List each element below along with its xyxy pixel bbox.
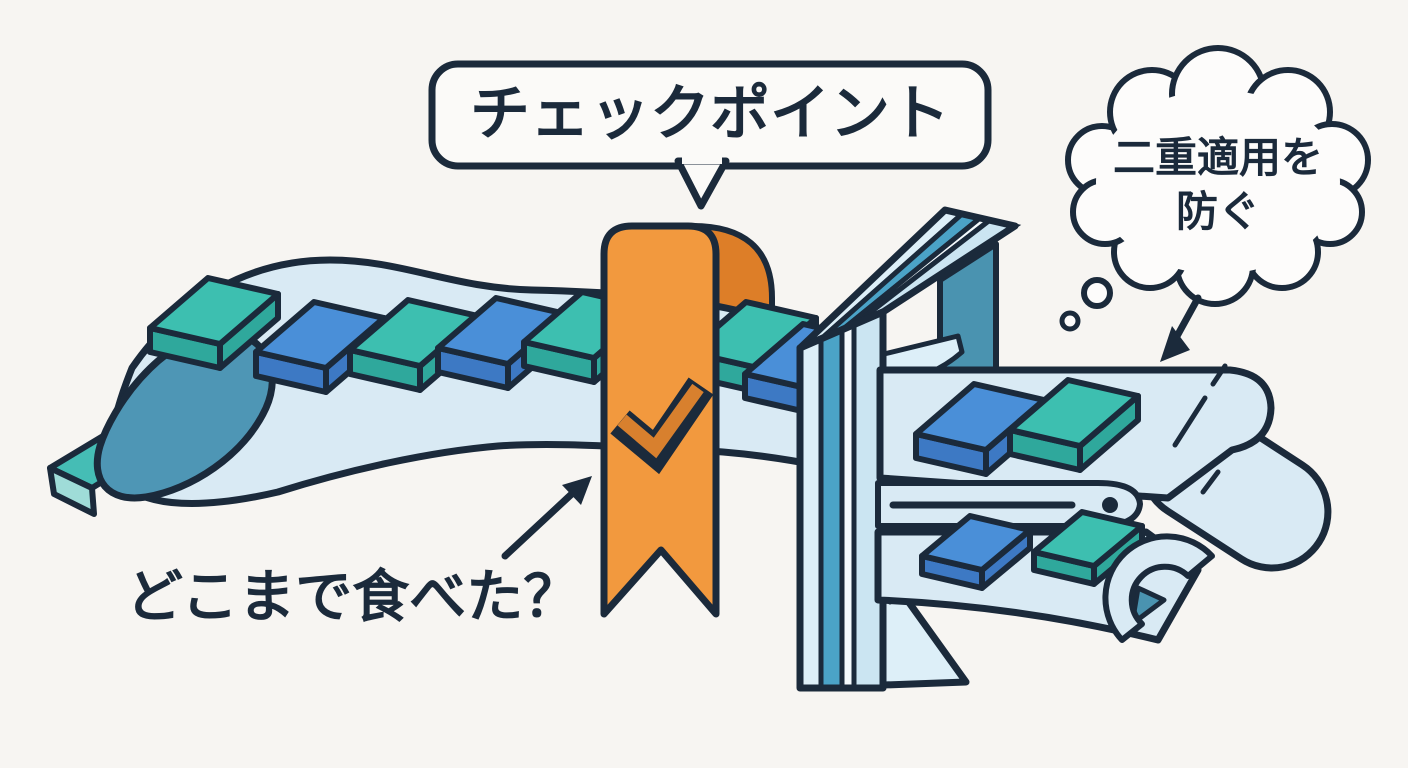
frame-post	[796, 308, 887, 692]
cloud-arrow-head	[1160, 326, 1190, 362]
tape-end-front	[47, 465, 97, 517]
arrow-down-left-icon	[1160, 294, 1202, 362]
block-top	[147, 275, 281, 347]
event-block-11	[1031, 509, 1145, 587]
event-block-4	[435, 295, 569, 391]
block-top	[1007, 377, 1141, 449]
question-arrow-head	[562, 476, 592, 505]
question-annotation: どこまで食べた？	[126, 476, 592, 630]
block-top	[685, 299, 819, 371]
thought-dot-large	[1081, 277, 1113, 309]
event-block-1	[147, 275, 281, 371]
speech-bubble-tail-join	[682, 152, 722, 164]
scroll-roll-dash	[1200, 469, 1221, 495]
thought-line-1: 二重適用を	[1113, 133, 1323, 182]
thought-cloud: 二重適用を 防ぐ	[1059, 45, 1371, 362]
checkmark-fill	[617, 383, 704, 459]
bookmark-ribbon	[600, 222, 720, 618]
question-arrow-shaft	[501, 486, 580, 560]
post-outline	[796, 308, 887, 692]
shelf-dash-short	[1210, 363, 1228, 387]
thought-cloud-core	[1096, 90, 1340, 274]
checkpoint-label: チェックポイント	[470, 79, 950, 149]
shelf-dash-long	[1172, 395, 1208, 448]
scroll-curl	[1102, 533, 1215, 643]
checkmark-icon	[610, 377, 714, 475]
speech-bubble: チェックポイント	[428, 60, 992, 210]
block-top	[919, 513, 1033, 573]
question-label: どこまで食べた？	[126, 564, 580, 630]
cloud-arrow-shaft	[1172, 294, 1202, 342]
rail-dot	[1102, 497, 1118, 513]
scroll-curl-hook	[1102, 533, 1215, 643]
post-stripe-blue	[818, 326, 845, 691]
thought-dot-small	[1059, 310, 1081, 332]
event-block-9	[1007, 377, 1141, 473]
block-top	[1031, 509, 1145, 569]
event-block-10	[919, 513, 1033, 591]
thought-line-2: 防ぐ	[1176, 187, 1260, 236]
arrow-up-right-icon	[501, 476, 592, 560]
